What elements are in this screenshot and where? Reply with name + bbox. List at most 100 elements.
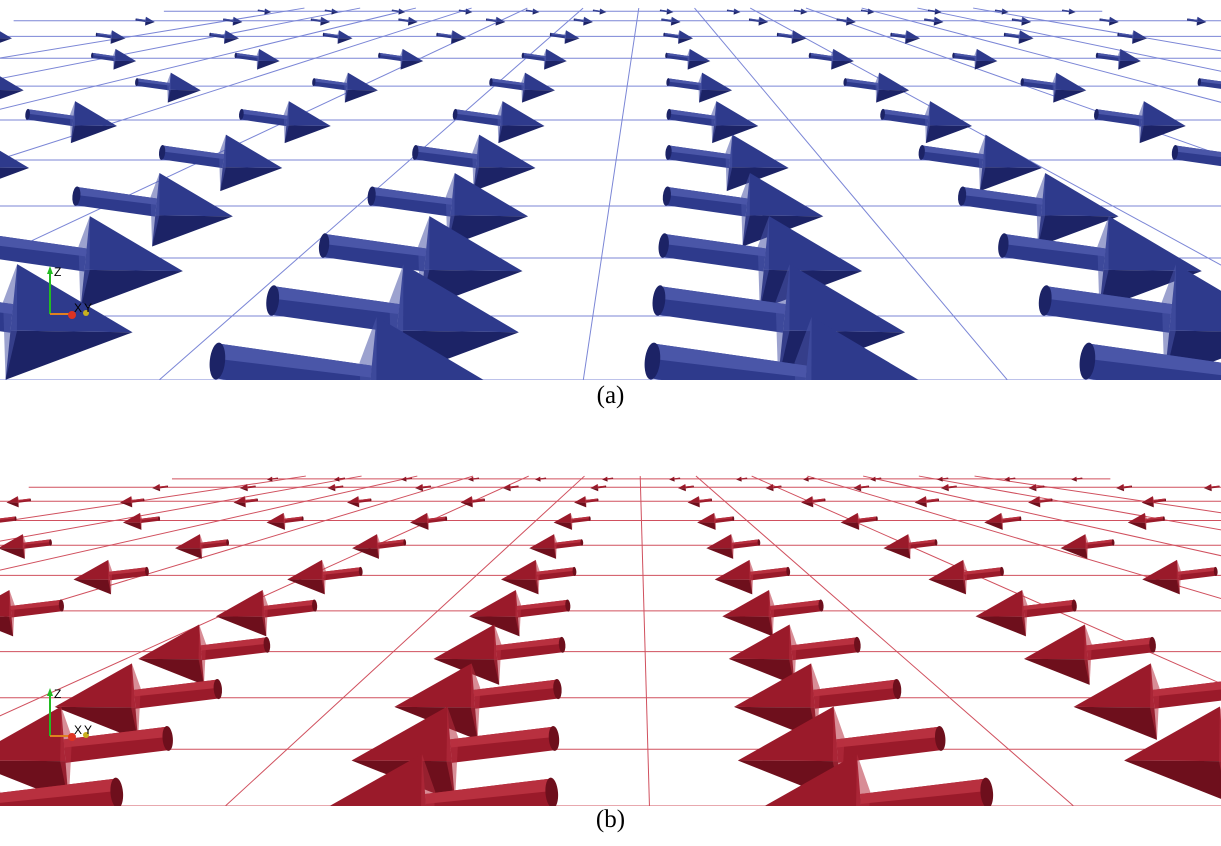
arrow-tail-cap <box>1020 78 1024 86</box>
arrow-head-top <box>671 16 681 22</box>
arrow-head-base <box>904 30 907 44</box>
arrow-glyph <box>234 48 280 70</box>
arrow-shaft-top <box>324 233 427 257</box>
arrow-head-bottom <box>232 21 243 26</box>
arrow-shaft-top <box>995 9 1003 12</box>
arrow-head-base <box>264 8 266 15</box>
arrow-glyph <box>0 134 30 192</box>
arrow-head-top <box>853 484 861 489</box>
arrow-tail-cap <box>786 566 791 576</box>
arrow-tail-cap <box>854 636 861 653</box>
arrow-glyph <box>998 216 1202 310</box>
arrow-shaft-top <box>486 18 497 21</box>
arrow-head-base <box>607 476 608 482</box>
arrow-head-bottom <box>469 616 520 637</box>
arrow-tail-cap <box>666 78 670 86</box>
z-axis-label: Z <box>54 687 61 701</box>
arrow-tail-cap <box>545 777 559 806</box>
x-axis-tip <box>68 311 76 319</box>
arrow-head-top <box>368 316 518 380</box>
arrow-head-base <box>948 484 950 492</box>
arrow-shaft-top <box>597 485 606 488</box>
arrow-head-top <box>305 753 428 806</box>
arrow-shaft-top <box>1023 599 1075 610</box>
arrow-head-base <box>113 48 116 70</box>
arrow-head-top <box>840 512 859 523</box>
arrow-head-bottom <box>1068 12 1076 15</box>
arrow-tail-cap <box>558 636 566 653</box>
arrow-tail-cap <box>824 498 826 502</box>
arrow-head-bottom <box>979 167 1042 192</box>
arrow-head-top <box>765 484 774 489</box>
arrow-head-base <box>543 48 547 70</box>
arrow-tail-cap <box>1131 485 1133 488</box>
arrow-shaft-top <box>1001 516 1021 521</box>
arrow-tail-cap <box>358 566 363 576</box>
arrow-tail-cap <box>324 9 326 12</box>
arrow-head-top <box>1142 559 1179 580</box>
arrow-head-bottom <box>712 125 759 144</box>
arrow-head-top <box>394 663 476 708</box>
arrow-head-top <box>740 753 863 806</box>
grid-line <box>861 7 1221 103</box>
arrow-glyph <box>666 101 759 144</box>
arrow-tail-cap <box>213 679 223 700</box>
arrow-head-base <box>540 476 541 482</box>
arrow-head-bottom <box>1037 215 1119 247</box>
arrow-shaft-top <box>668 145 731 160</box>
arrow-glyph <box>0 30 13 44</box>
grid-line <box>751 475 1221 685</box>
arrow-glyph <box>1011 16 1032 26</box>
arrow-head-bottom <box>831 60 854 70</box>
arrow-head-top <box>783 264 906 333</box>
arrow-shaft-top <box>136 18 146 21</box>
arrow-tail-cap <box>710 498 712 502</box>
grid-line <box>0 7 361 80</box>
arrow-tail-cap <box>226 539 230 546</box>
arrow-tail-cap <box>918 145 925 160</box>
arrow-head-base <box>450 30 453 44</box>
arrow-tail-cap <box>135 18 137 21</box>
arrow-head-bottom <box>344 89 378 103</box>
arrow-tail-cap <box>659 9 661 12</box>
arrow-head-base <box>60 706 72 802</box>
arrow-shaft-top <box>964 567 1002 575</box>
arrow-tail-cap <box>665 52 668 59</box>
arrow-head-base <box>733 8 735 15</box>
arrow-head-top <box>688 48 711 62</box>
arrow-shaft-top <box>284 516 303 521</box>
arrow-head-top <box>1054 72 1087 91</box>
arrow-head-base <box>359 316 377 380</box>
arrow-shaft-top <box>948 485 957 488</box>
arrow-head-bottom <box>687 60 711 70</box>
arrow-head-base <box>532 8 534 15</box>
arrow-head-top <box>669 476 675 480</box>
arrow-tail-cap <box>145 566 149 576</box>
arrow-head-base <box>812 496 814 508</box>
arrow-head-top <box>713 101 759 126</box>
arrow-tail-cap <box>310 18 312 21</box>
arrow-glyph <box>666 72 733 103</box>
arrow-head-base <box>1123 484 1125 492</box>
arrow-tail-cap <box>748 18 750 21</box>
arrow-head-top <box>590 484 599 489</box>
arrow-head-top <box>803 476 809 480</box>
arrow-shaft-top <box>491 78 524 86</box>
arrow-head-bottom <box>699 89 733 103</box>
arrow-shaft-top <box>882 109 929 120</box>
arrow-head-top <box>553 512 572 523</box>
arrow-glyph <box>412 134 536 192</box>
arrow-head-top <box>700 72 733 91</box>
arrow-tail-cap <box>25 108 30 120</box>
arrow-head-top <box>733 8 741 13</box>
arrow-head-bottom <box>0 616 14 637</box>
grid-line <box>0 7 472 160</box>
arrow-head-top <box>120 496 132 503</box>
arrow-shaft-top <box>406 477 412 479</box>
arrow-head-bottom <box>257 60 280 70</box>
grid-line <box>862 475 1221 557</box>
arrow-shaft-top <box>371 187 453 205</box>
arrow-head-base <box>271 476 273 482</box>
arrow-head-bottom <box>400 60 424 70</box>
arrow-shaft-top <box>1177 567 1216 575</box>
